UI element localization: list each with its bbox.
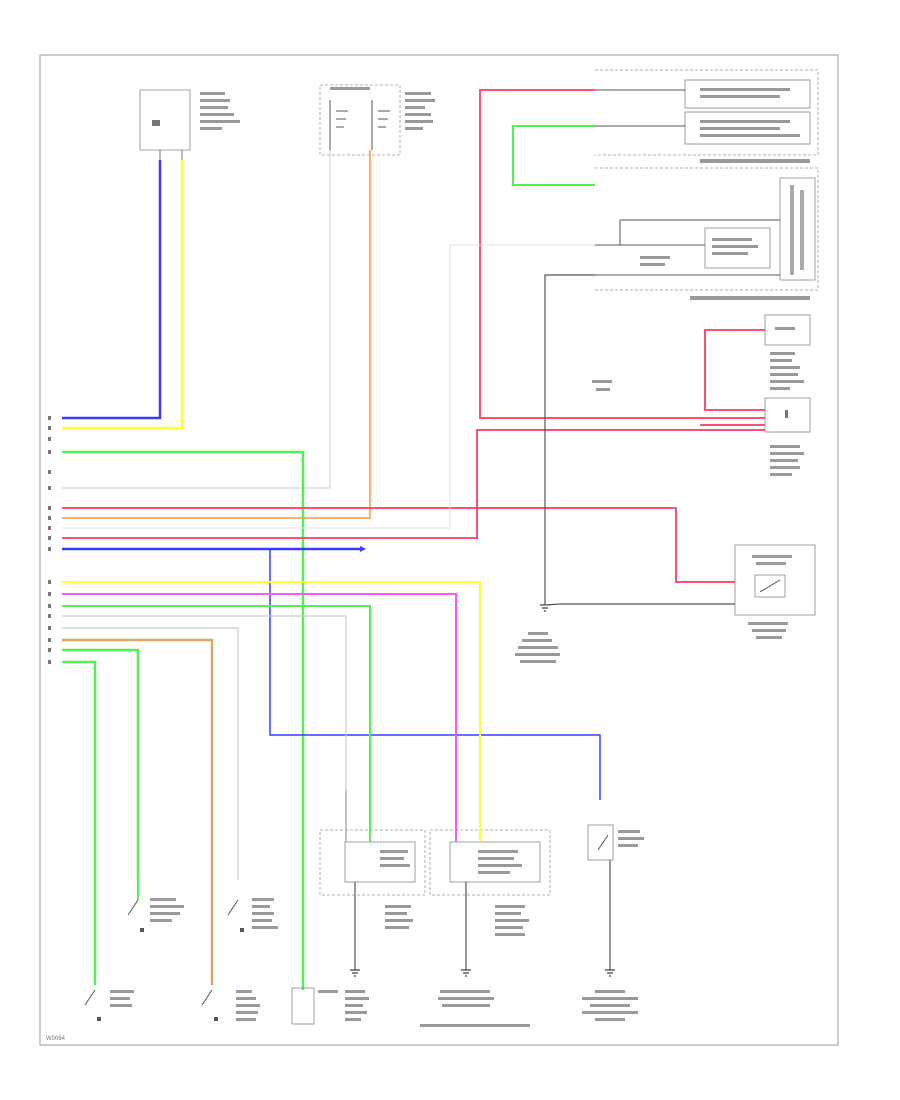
wire-pink bbox=[62, 593, 457, 800]
left-pin-ticks bbox=[48, 416, 51, 664]
switch-green-lower bbox=[84, 989, 134, 1021]
wire-gray-fuse bbox=[62, 150, 331, 489]
right-connector-middle bbox=[764, 397, 811, 476]
wire-gray-2 bbox=[62, 627, 239, 880]
top-right-modules bbox=[595, 69, 819, 156]
top-left-connector bbox=[139, 89, 240, 160]
wire-gray-1 bbox=[62, 615, 347, 790]
wire-green-top-right bbox=[512, 125, 595, 186]
bottom-module-right bbox=[420, 800, 551, 1027]
wire-red-2 bbox=[62, 507, 735, 583]
wire-gray-thin bbox=[62, 244, 595, 529]
wire-yellow-lower bbox=[62, 581, 481, 800]
wire-blue-top bbox=[62, 160, 162, 420]
wire-red-3 bbox=[62, 429, 765, 539]
wire-yellow-top bbox=[62, 160, 184, 430]
diagram-frame bbox=[39, 54, 839, 1046]
right-control-module bbox=[595, 159, 819, 300]
wire-green-mid bbox=[62, 605, 371, 820]
wire-red-top bbox=[479, 89, 765, 419]
arrow-blue bbox=[360, 546, 366, 552]
switch-gray-upper bbox=[227, 898, 278, 932]
bottom-switch-right bbox=[582, 824, 644, 1021]
wire-orange bbox=[62, 150, 371, 519]
wire-dark-switch bbox=[544, 603, 735, 606]
right-switch-upper bbox=[764, 314, 811, 390]
wire-red-upper-switch bbox=[704, 329, 765, 411]
top-center-fuse-box bbox=[319, 84, 435, 156]
connector-green-lower bbox=[291, 987, 338, 1025]
wire-green-long bbox=[62, 450, 305, 990]
footer-code: W0064 bbox=[46, 1036, 66, 1042]
wire-green-low-2 bbox=[62, 660, 97, 985]
bottom-module-left bbox=[319, 790, 426, 1021]
wire-tan bbox=[62, 638, 214, 985]
right-switch-lower bbox=[734, 544, 816, 639]
ground-symbol-upper bbox=[515, 380, 612, 663]
wire-green-low-1 bbox=[62, 648, 140, 880]
switch-tan-lower bbox=[201, 989, 260, 1021]
wire-dark-ground bbox=[544, 274, 595, 605]
wire-blue-down bbox=[269, 549, 601, 800]
switch-green-upper bbox=[127, 880, 184, 932]
